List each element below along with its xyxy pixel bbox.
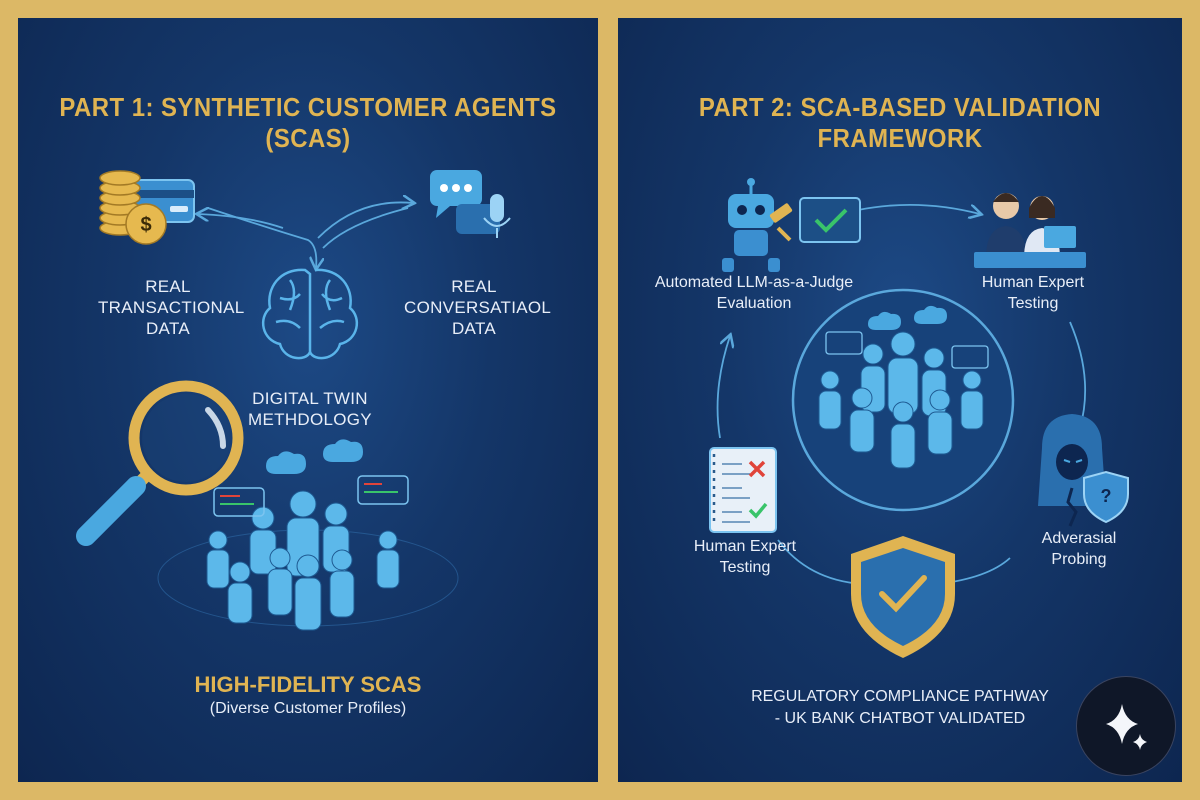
human-expert-bottom-label: Human Expert Testing: [693, 538, 797, 576]
part2-graphics: ?: [709, 178, 1129, 658]
digital-twin-label: DIGITAL TWIN METHDOLOGY: [248, 389, 372, 429]
svg-text:$: $: [140, 214, 151, 236]
human-expert-top-label: Human Expert Testing: [981, 274, 1085, 312]
part1-panel: PART 1: SYNTHETIC CUSTOMER AGENTS (SCAS): [18, 18, 598, 782]
regulatory-compliance-label: REGULATORY COMPLIANCE PATHWAY - UK BANK …: [751, 688, 1049, 727]
sparkle-button[interactable]: [1076, 676, 1176, 776]
adversarial-probing-label: Adverasial Probing: [1041, 530, 1117, 568]
checklist-icon: [709, 447, 777, 533]
high-fidelity-scas-title: HIGH-FIDELITY SCAS: [194, 672, 422, 697]
magnifier-icon: [76, 380, 244, 546]
high-fidelity-scas-subtitle: (Diverse Customer Profiles): [209, 700, 407, 717]
flow-arrows: [198, 202, 413, 268]
part1-title: PART 1: SYNTHETIC CUSTOMER AGENTS (SCAS): [59, 92, 557, 153]
robot-judge-icon: [722, 178, 861, 272]
part1-graphics: $: [76, 170, 511, 631]
conversational-data-label: REAL CONVERSATIAOL DATA: [404, 277, 552, 338]
transactional-data-label: REAL TRANSACTIONAL DATA: [98, 277, 245, 338]
shield-check-icon: [851, 536, 955, 658]
brain-icon: [261, 268, 359, 360]
coins-card-icon: $: [99, 170, 195, 245]
experts-desk-icon: [974, 193, 1086, 268]
svg-text:?: ?: [1101, 486, 1112, 506]
part2-title: PART 2: SCA-BASED VALIDATION FRAMEWORK: [698, 92, 1102, 153]
part2-panel: PART 2: SCA-BASED VALIDATION FRAMEWORK: [618, 18, 1182, 782]
hooded-hacker-icon: ?: [1038, 414, 1129, 527]
customer-agents-crowd: [157, 439, 459, 631]
sparkle-icon: [1106, 704, 1147, 750]
central-agents-circle: [791, 288, 1015, 512]
llm-judge-label: Automated LLM-as-a-Judge Evaluation: [654, 274, 854, 312]
chat-mic-icon: [430, 170, 511, 238]
